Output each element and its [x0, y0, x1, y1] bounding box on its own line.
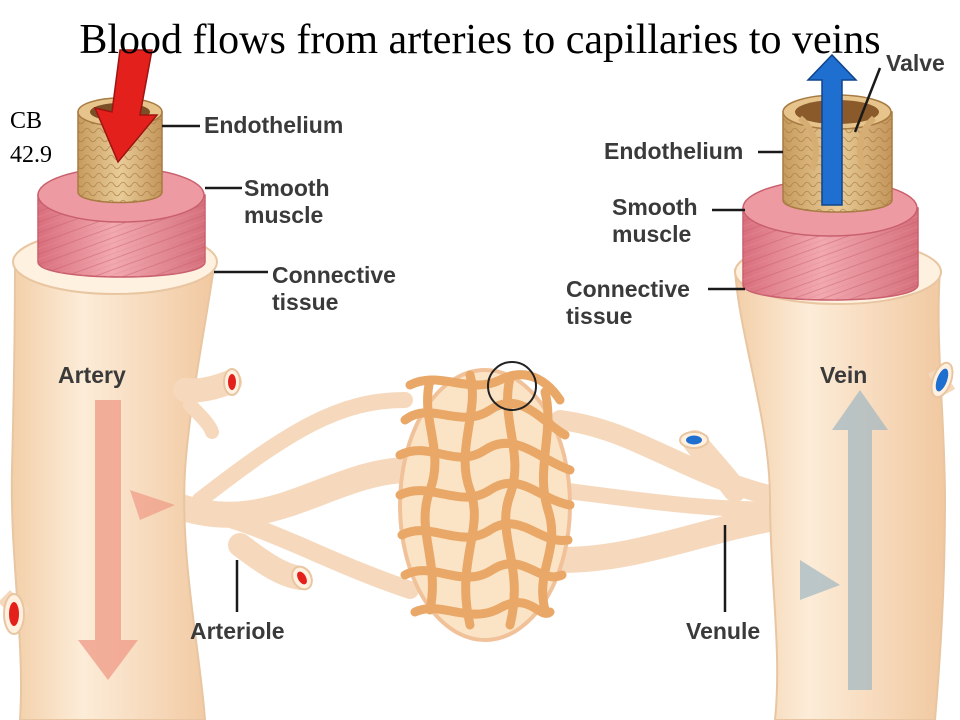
- reference-code: CB 42.9: [10, 104, 52, 172]
- capillary-bed: [395, 368, 575, 642]
- label-endothelium-artery: Endothelium: [204, 112, 344, 138]
- venous-outflow-arrow: [806, 53, 858, 206]
- arteriole-branch: [228, 533, 313, 591]
- label-connective-tissue-artery-line2: tissue: [272, 289, 339, 315]
- reference-line-1: CB: [10, 108, 43, 134]
- leader-lines: [162, 67, 882, 612]
- label-smooth-muscle-artery-line2: muscle: [244, 202, 324, 228]
- label-endothelium-vein: Endothelium: [604, 138, 744, 164]
- label-valve: Valve: [886, 50, 945, 76]
- label-connective-tissue-artery: Connective tissue: [272, 262, 396, 316]
- label-smooth-muscle-vein-line1: Smooth: [612, 194, 698, 220]
- vein-vessel: [733, 94, 956, 720]
- label-connective-tissue-vein-line2: tissue: [566, 303, 633, 329]
- connecting-vessels: [162, 392, 803, 599]
- label-connective-tissue-vein: Connective tissue: [566, 276, 690, 330]
- label-connective-tissue-vein-line1: Connective: [566, 276, 690, 302]
- label-artery: Artery: [58, 362, 126, 388]
- arterial-inflow-arrow: [93, 49, 159, 164]
- label-vein: Vein: [820, 362, 868, 388]
- label-smooth-muscle-artery-line1: Smooth: [244, 175, 330, 201]
- label-smooth-muscle-vein-line2: muscle: [612, 221, 692, 247]
- venule-branch: [679, 430, 747, 502]
- highlight-circle: [487, 361, 537, 411]
- label-venule: Venule: [686, 618, 761, 644]
- label-smooth-muscle-artery: Smooth muscle: [244, 175, 330, 229]
- reference-line-2: 42.9: [10, 142, 52, 168]
- label-arteriole: Arteriole: [190, 618, 285, 644]
- slide-title: Blood flows from arteries to capillaries…: [79, 17, 881, 63]
- label-smooth-muscle-vein: Smooth muscle: [612, 194, 698, 248]
- label-connective-tissue-artery-line1: Connective: [272, 262, 396, 288]
